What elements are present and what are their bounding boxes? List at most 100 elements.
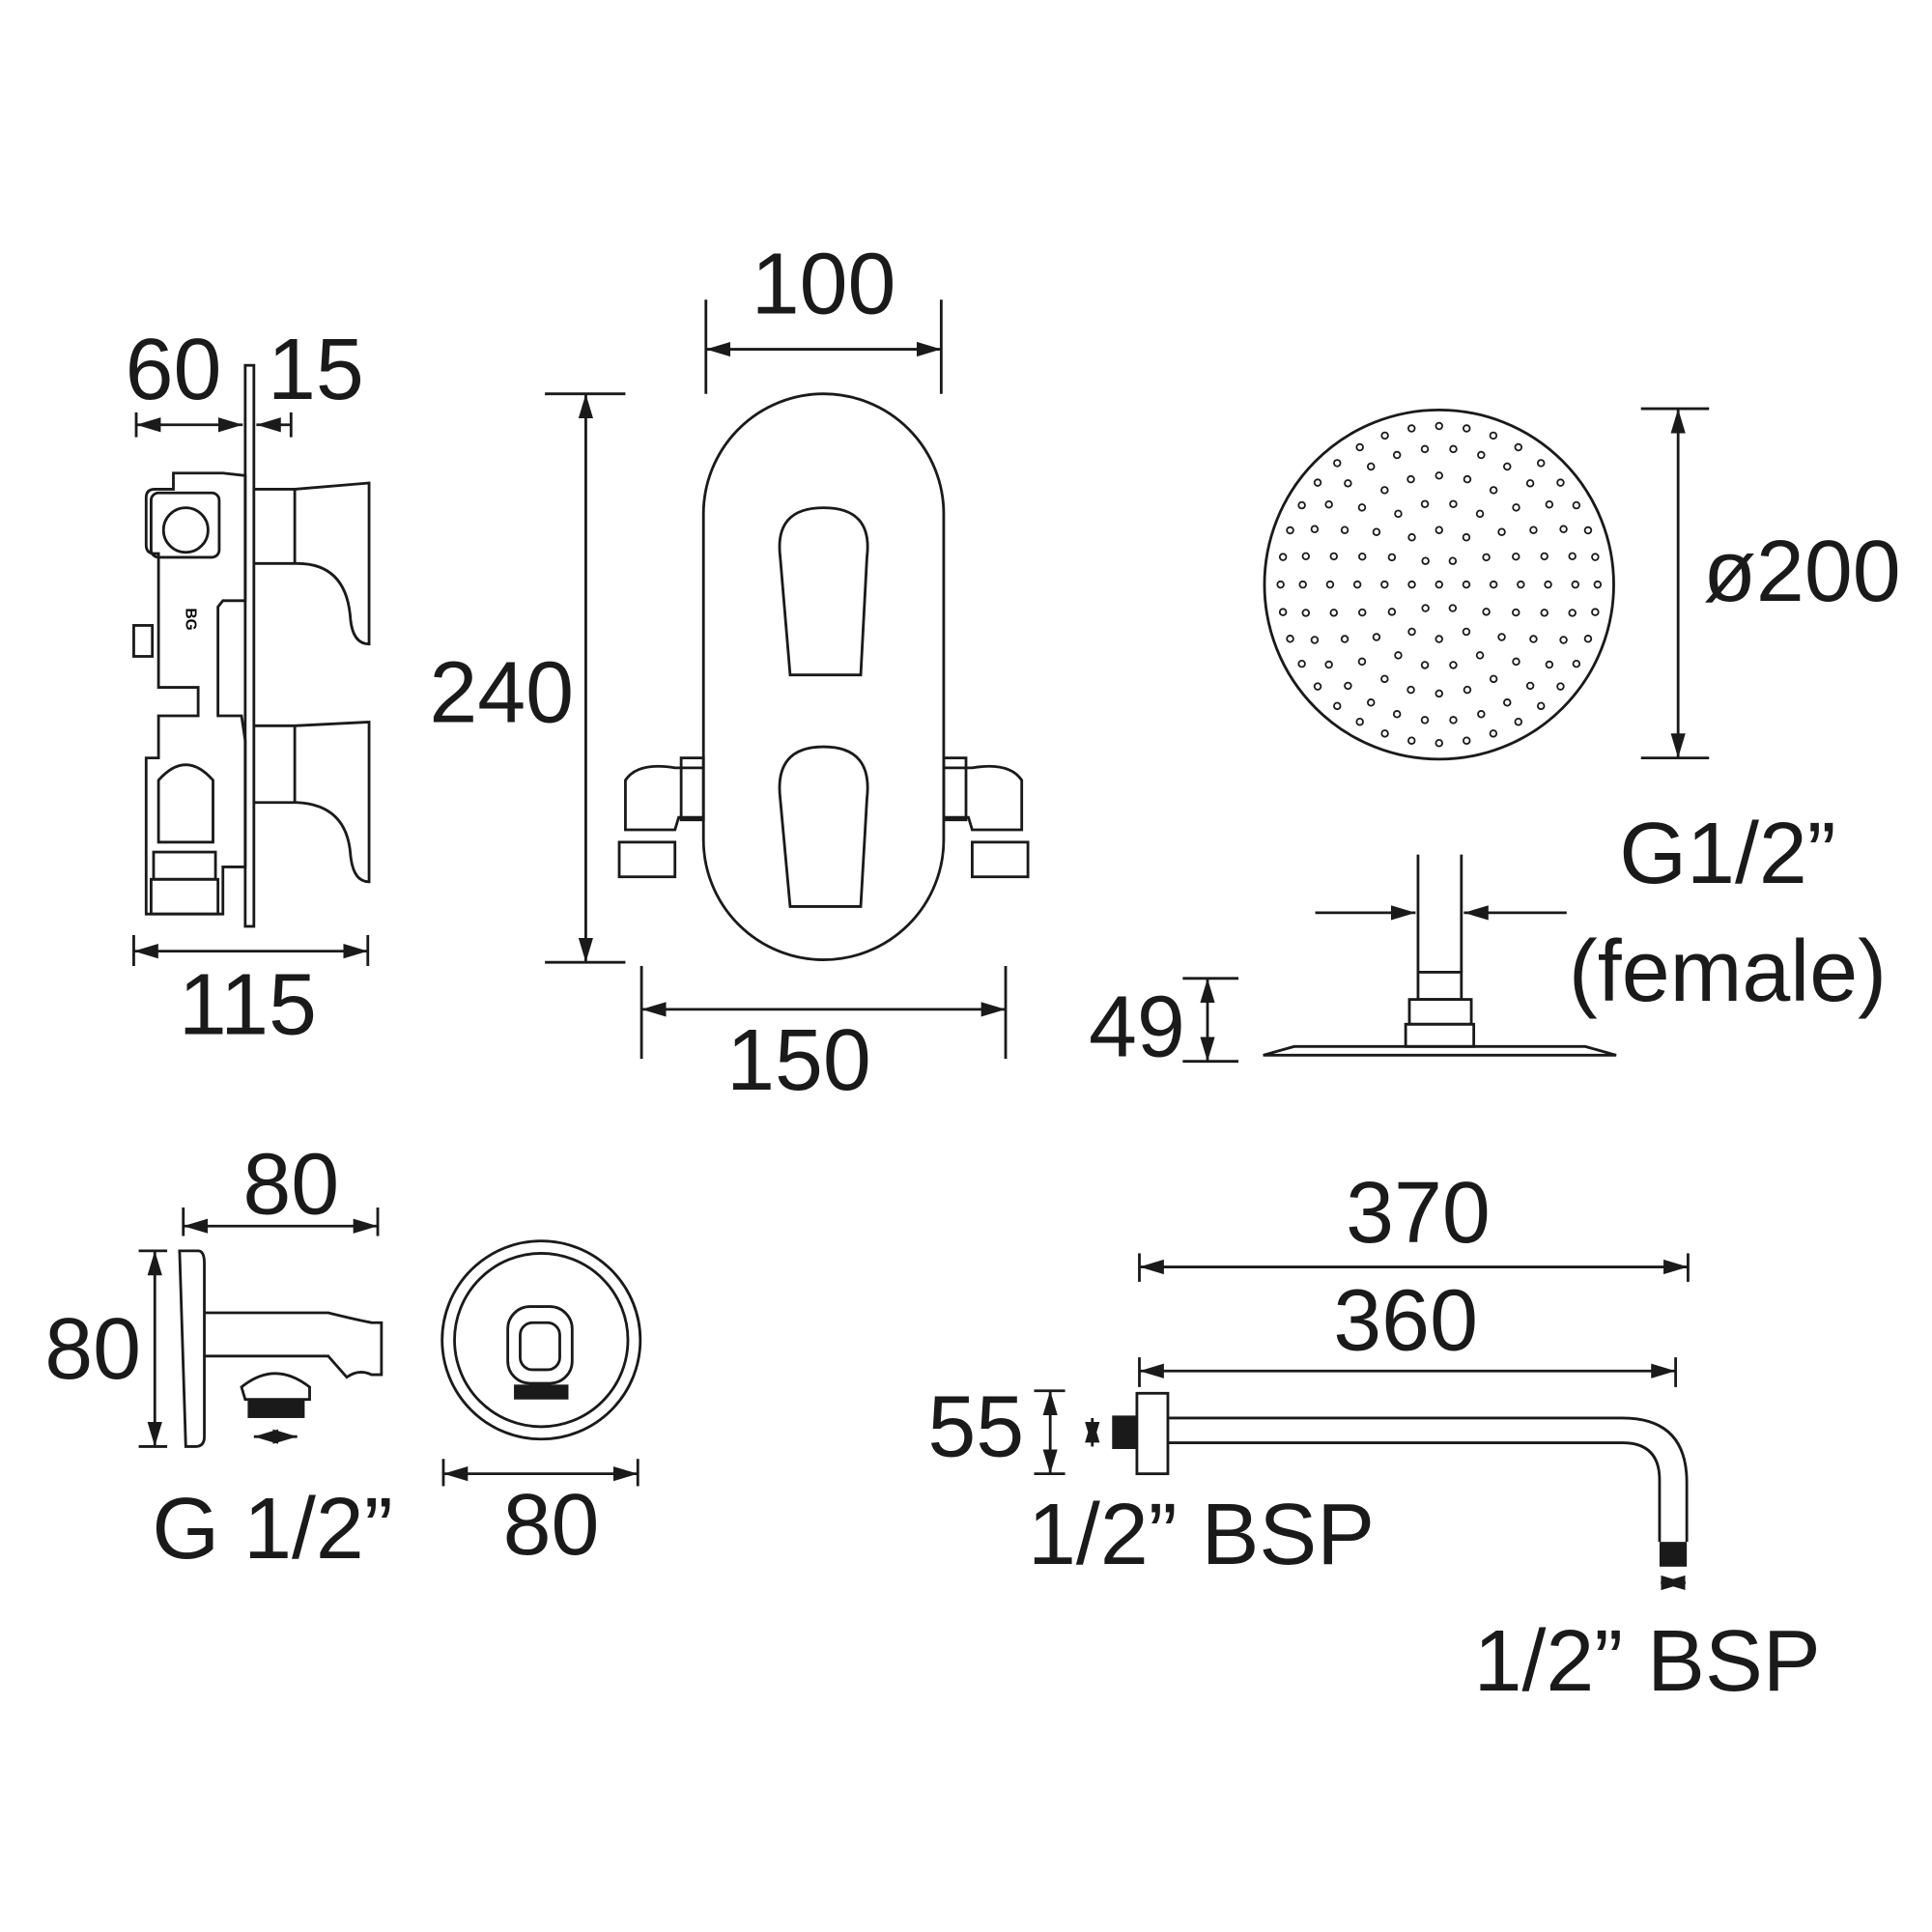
nozzle-dot xyxy=(1463,685,1472,695)
nozzle-dot xyxy=(1512,608,1520,617)
dim-overall-370: 370 xyxy=(1346,1165,1491,1262)
nozzle-dot xyxy=(1286,635,1294,643)
outlet-thread-label: G 1/2” xyxy=(152,1481,392,1577)
lower-handle-side xyxy=(253,720,371,884)
upper-handle-side xyxy=(253,481,371,646)
nozzle-dot xyxy=(1380,486,1389,495)
nozzle-dot xyxy=(1297,659,1306,668)
valve-logo: BG xyxy=(182,608,198,630)
nozzle-dot xyxy=(1420,444,1430,454)
nozzle-dot xyxy=(1583,526,1593,535)
upper-handle xyxy=(778,506,869,677)
lower-handle xyxy=(778,745,869,908)
outlet-thread xyxy=(247,1399,305,1418)
nozzle-dot xyxy=(1352,580,1362,589)
dim-height-80: 80 xyxy=(44,1301,141,1398)
nozzle-dot xyxy=(1462,533,1471,542)
outlet-thread-arm xyxy=(1659,1542,1688,1567)
nozzle-dot xyxy=(1329,609,1338,617)
nozzle-dot xyxy=(1276,580,1285,589)
nozzle-dot xyxy=(1310,525,1320,533)
nozzle-dot xyxy=(1324,500,1333,509)
nozzle-dot xyxy=(1340,526,1350,534)
nozzle-dot xyxy=(1421,556,1430,565)
dim-length-360: 360 xyxy=(1333,1272,1478,1369)
nozzle-dot xyxy=(1545,660,1554,669)
nozzle-dot xyxy=(1529,526,1538,534)
nozzle-dot xyxy=(1463,474,1472,484)
nozzle-dot xyxy=(1475,509,1485,519)
shower-head: ø200 G1/2” (female) 49 xyxy=(1089,407,1901,1076)
nozzle-dot xyxy=(1380,580,1389,589)
nozzle-dot xyxy=(1435,739,1443,748)
nozzle-dot xyxy=(1407,736,1416,745)
nozzle-dot xyxy=(1358,552,1367,561)
shower-nozzles xyxy=(1276,421,1603,748)
nozzle-dot xyxy=(1372,633,1381,641)
nozzle-dot xyxy=(1367,462,1376,471)
nozzle-dot xyxy=(1449,499,1458,509)
nozzle-dot xyxy=(1489,674,1498,684)
nozzle-dot xyxy=(1357,657,1367,667)
nozzle-dot xyxy=(1568,609,1577,617)
nozzle-dot xyxy=(1463,424,1471,433)
nozzle-dot xyxy=(1477,710,1486,719)
nozzle-dot xyxy=(1559,636,1568,644)
nozzle-dot xyxy=(1407,627,1416,637)
nozzle-dot xyxy=(1525,681,1535,691)
nozzle-dot xyxy=(1556,682,1565,691)
nozzle-dot xyxy=(1313,682,1322,691)
nozzle-dot xyxy=(1325,580,1335,589)
nozzle-dot xyxy=(1448,556,1458,565)
shower-head-profile xyxy=(1263,1044,1617,1057)
nozzle-dot xyxy=(1497,633,1506,641)
dim-overall-width-150: 150 xyxy=(726,1012,871,1109)
nozzle-dot xyxy=(1448,604,1458,612)
left-inlet xyxy=(624,764,704,832)
valve-side-view: 60 15 BG 115 xyxy=(126,322,371,1054)
inlet-thread xyxy=(1112,1415,1137,1449)
nozzle-dot xyxy=(1435,526,1443,534)
nozzle-dot xyxy=(1301,552,1311,561)
dim-height-49: 49 xyxy=(1089,980,1185,1076)
inlet-thread-label: 1/2” BSP xyxy=(1028,1487,1375,1583)
nozzle-dot xyxy=(1536,459,1546,468)
nozzle-dot xyxy=(1514,442,1523,452)
thread-label: G1/2” xyxy=(1619,806,1835,902)
nozzle-dot xyxy=(1514,718,1523,726)
nozzle-dot xyxy=(1392,710,1402,719)
nozzle-dot xyxy=(1301,609,1311,617)
nozzle-dot xyxy=(1310,636,1320,644)
cover-plate xyxy=(701,392,946,962)
nozzle-dot xyxy=(1489,431,1498,440)
dim-depth-80: 80 xyxy=(242,1136,339,1233)
nozzle-dot xyxy=(1435,421,1443,431)
nozzle-dot xyxy=(1421,604,1430,612)
nozzle-dot xyxy=(1449,444,1458,454)
nozzle-dot xyxy=(1394,509,1403,519)
nozzle-dot xyxy=(1571,580,1580,589)
dim-depth-60: 60 xyxy=(126,322,222,418)
nozzle-dot xyxy=(1512,503,1520,512)
nozzle-dot xyxy=(1503,462,1512,471)
nozzle-dot xyxy=(1333,459,1342,468)
nozzle-dot xyxy=(1380,431,1389,440)
nozzle-dot xyxy=(1355,718,1364,726)
dim-width-115: 115 xyxy=(179,957,317,1054)
nozzle-dot xyxy=(1420,661,1430,669)
nozzle-dot xyxy=(1482,553,1491,562)
nozzle-dot xyxy=(1407,533,1416,542)
thread-type-label: (female) xyxy=(1569,923,1887,1020)
nozzle-dot xyxy=(1333,701,1342,711)
dim-width-100: 100 xyxy=(752,236,896,332)
nozzle-dot xyxy=(1435,689,1443,698)
nozzle-dot xyxy=(1380,674,1389,684)
nozzle-dot xyxy=(1591,553,1600,561)
right-inlet xyxy=(943,764,1024,832)
nozzle-dot xyxy=(1406,474,1415,484)
nozzle-dot xyxy=(1406,685,1415,695)
nozzle-dot xyxy=(1529,635,1538,643)
nozzle-dot xyxy=(1435,635,1443,643)
arm-flange xyxy=(1135,1391,1170,1476)
